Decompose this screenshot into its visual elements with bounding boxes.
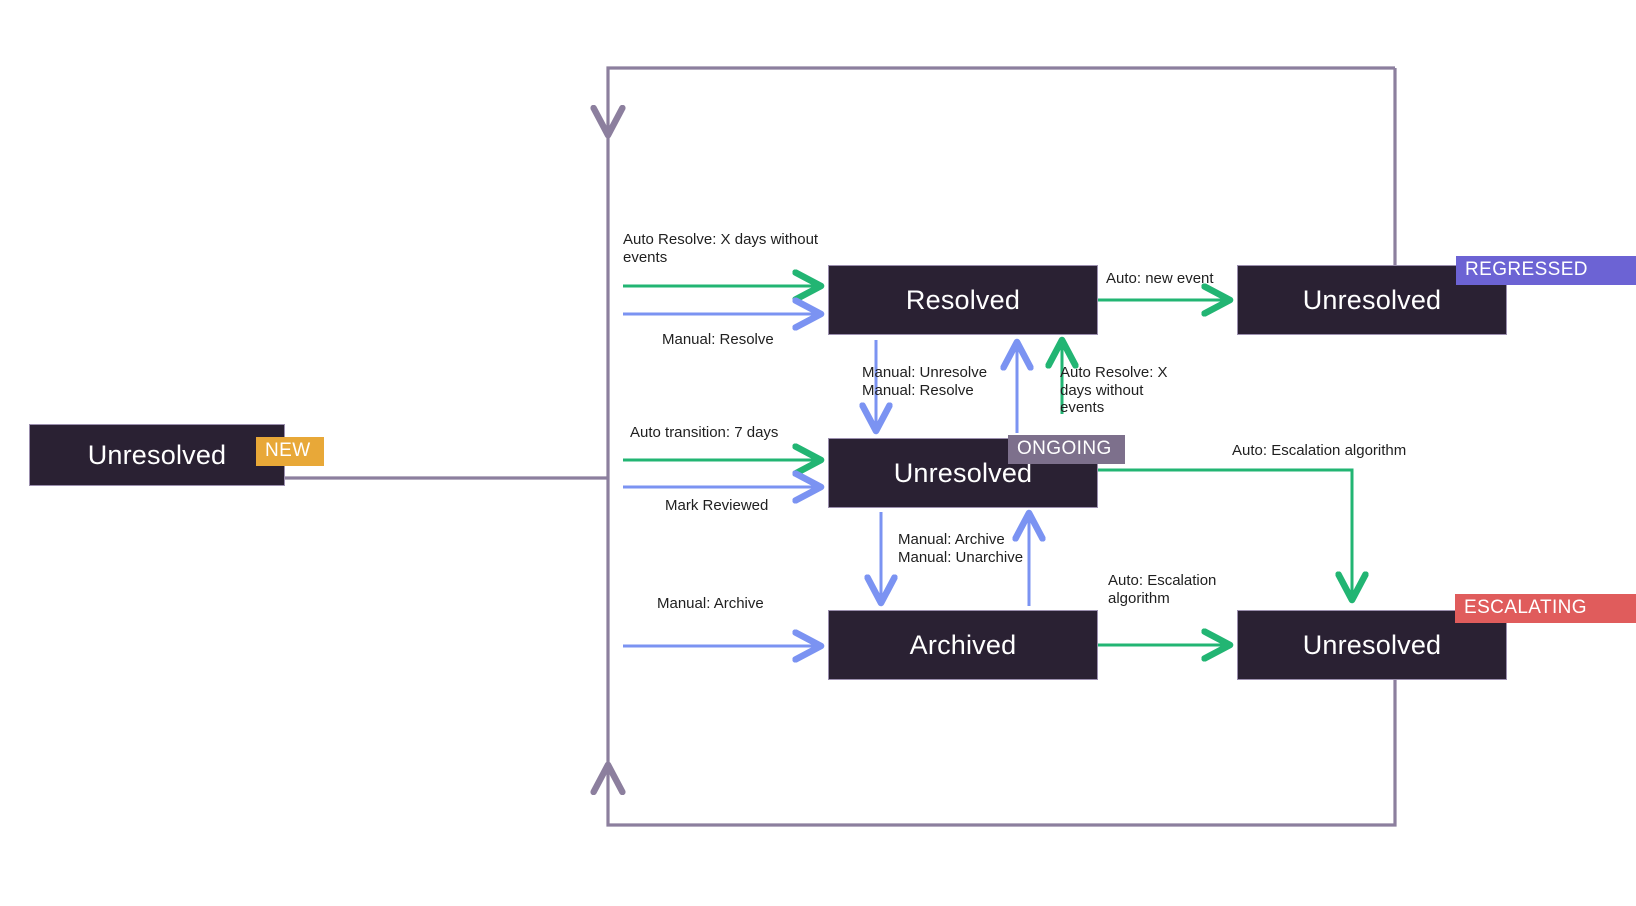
edge-new-trunk: [285, 132, 610, 768]
state-node-archived[interactable]: Archived: [828, 610, 1098, 680]
edge-auto-escalation-top: [1098, 468, 1352, 597]
edge-label-auto-transition-7days: Auto transition: 7 days: [630, 424, 779, 441]
state-node-label: Unresolved: [1302, 629, 1442, 660]
status-badge-new: NEW: [256, 437, 324, 466]
status-badge-ongoing: ONGOING: [1008, 435, 1125, 464]
state-node-unresolved-new[interactable]: Unresolved: [29, 424, 285, 486]
edge-label-auto-escalation-top: Auto: Escalation algorithm: [1232, 442, 1407, 459]
edge-label-mark-reviewed: Mark Reviewed: [665, 497, 769, 514]
state-node-label: Archived: [909, 629, 1017, 660]
status-badge-escalating: ESCALATING: [1455, 594, 1636, 623]
state-node-label: Resolved: [905, 284, 1021, 315]
state-node-label: Unresolved: [1302, 284, 1442, 315]
edge-frame-loop-top: [590, 66, 1397, 265]
edge-label-auto-resolve-up: Auto Resolve: X days without events: [1060, 364, 1168, 416]
state-node-resolved[interactable]: Resolved: [828, 265, 1098, 335]
edge-label-manual-archive-in: Manual: Archive: [657, 595, 764, 612]
edge-label-manual-resolve-in: Manual: Resolve: [662, 331, 774, 348]
edge-label-auto-new-event: Auto: new event: [1106, 270, 1214, 287]
edge-label-manual-archive-unarchive: Manual: Archive Manual: Unarchive: [898, 531, 1024, 566]
edge-label-manual-unresolve-resolve: Manual: Unresolve Manual: Resolve: [862, 364, 988, 399]
status-badge-regressed: REGRESSED: [1456, 256, 1636, 285]
edge-label-auto-escalation-bottom: Auto: Escalation algorithm: [1108, 572, 1217, 607]
edge-frame-loop-bottom: [590, 680, 1397, 827]
edge-label-auto-resolve-top: Auto Resolve: X days without events: [623, 231, 819, 266]
state-node-label: Unresolved: [87, 439, 227, 470]
